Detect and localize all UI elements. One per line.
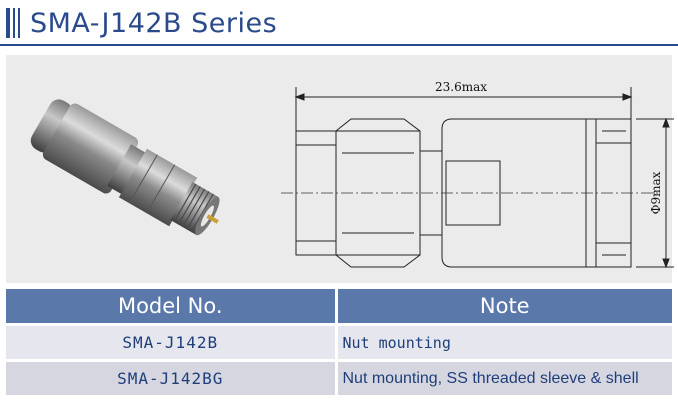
title-bar: SMA-J142B Series: [6, 6, 277, 40]
model-cell: SMA-J142B: [6, 323, 336, 361]
title-divider: [0, 44, 678, 46]
length-dimension-label: 23.6max: [435, 80, 487, 94]
table-row: SMA-J142B Nut mounting: [6, 323, 672, 361]
dimension-drawing: 23.6max Φ9max: [281, 80, 674, 269]
model-table: Model No. Note SMA-J142B Nut mounting SM…: [6, 289, 672, 395]
model-cell: SMA-J142BG: [6, 359, 336, 395]
column-header-model: Model No.: [6, 289, 336, 325]
page-title: SMA-J142B Series: [30, 7, 278, 39]
product-image-panel: 23.6max Φ9max: [6, 55, 674, 283]
connector-photo: [30, 99, 220, 236]
table-header-row: Model No. Note: [6, 289, 672, 325]
column-header-note: Note: [334, 289, 672, 325]
diameter-dimension-label: Φ9max: [649, 171, 663, 214]
note-cell: Nut mounting: [334, 323, 672, 361]
table-row: SMA-J142BG Nut mounting, SS threaded sle…: [6, 359, 672, 395]
title-accent-bars: [6, 8, 20, 38]
note-cell: Nut mounting, SS threaded sleeve & shell: [334, 359, 672, 395]
